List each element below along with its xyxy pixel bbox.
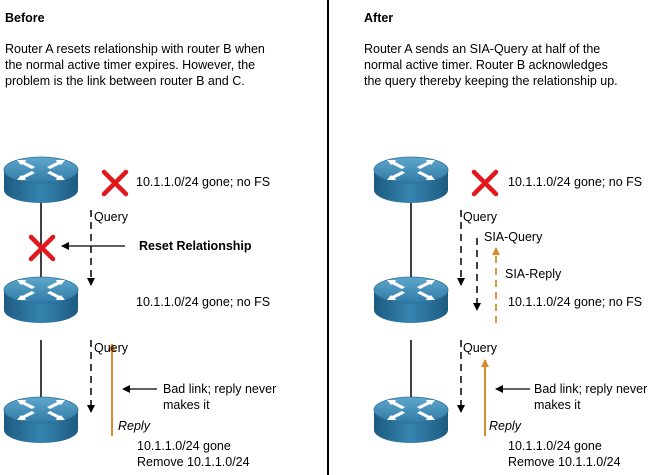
before-query-label-a-b: Query <box>94 210 129 224</box>
before-router-c-status: 10.1.1.0/24 gone Remove 10.1.1.0/24 <box>137 439 250 469</box>
before-router-a <box>3 156 79 204</box>
after-description: Router A sends an SIA-Query at half of t… <box>364 42 618 88</box>
before-heading: Before <box>5 11 45 25</box>
after-router-a-status: 10.1.1.0/24 gone; no FS <box>508 175 643 189</box>
before-reset-icon <box>31 237 53 259</box>
before-router-b <box>3 276 79 324</box>
before-reset-label: Reset Relationship <box>139 239 252 253</box>
after-router-c-status: 10.1.1.0/24 gone Remove 10.1.1.0/24 <box>508 439 621 469</box>
after-reply-label: Reply <box>489 419 521 433</box>
before-bad-link-note: Bad link; reply never makes it <box>163 382 277 412</box>
after-bad-link-note: Bad link; reply never makes it <box>534 382 648 412</box>
after-router-b <box>373 276 449 324</box>
after-route-lost-icon <box>474 172 496 194</box>
after-sia-query-label: SIA-Query <box>484 230 543 244</box>
before-query-label-b-c: Query <box>94 341 129 355</box>
before-router-c <box>3 396 79 444</box>
after-query-label-b-c: Query <box>463 341 498 355</box>
after-sia-reply-label: SIA-Reply <box>505 267 562 281</box>
before-route-lost-icon <box>104 172 126 194</box>
before-description: Router A resets relationship with router… <box>5 42 265 88</box>
before-reply-label: Reply <box>118 419 150 433</box>
after-router-b-status: 10.1.1.0/24 gone; no FS <box>508 295 643 309</box>
before-router-a-status: 10.1.1.0/24 gone; no FS <box>136 175 271 189</box>
before-router-b-status: 10.1.1.0/24 gone; no FS <box>136 295 271 309</box>
after-router-c <box>373 396 449 444</box>
after-router-a <box>373 156 449 204</box>
after-heading: After <box>364 11 394 25</box>
after-query-label-a-b: Query <box>463 210 498 224</box>
